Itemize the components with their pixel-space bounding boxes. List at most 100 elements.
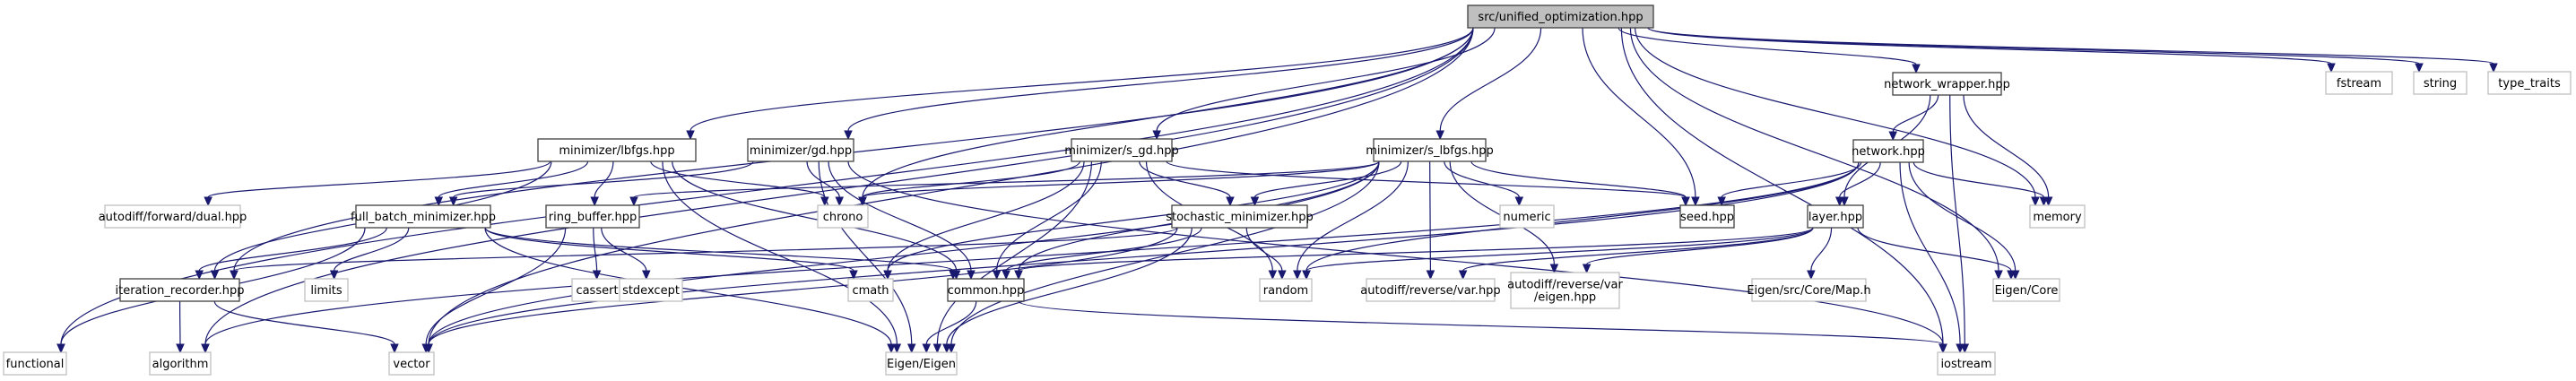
edge-line bbox=[1245, 227, 1283, 272]
edge-line bbox=[1439, 27, 1542, 132]
node-box bbox=[1751, 278, 1867, 302]
edge-line bbox=[1839, 161, 1881, 198]
node-box bbox=[1499, 204, 1555, 229]
edge-line bbox=[1647, 27, 2420, 65]
edge-line bbox=[1963, 94, 2050, 198]
node-label: cassert bbox=[576, 284, 618, 298]
node-netwrap[interactable]: network_wrapper.hpp bbox=[1884, 72, 2010, 96]
node-network[interactable]: network.hpp bbox=[1852, 139, 1925, 163]
edge-line bbox=[1635, 27, 2036, 198]
node-box bbox=[119, 278, 240, 302]
node-label: algorithm bbox=[152, 358, 209, 371]
arrowhead-icon bbox=[201, 343, 210, 354]
node-algorithm: algorithm bbox=[149, 351, 212, 376]
node-label: network.hpp bbox=[1852, 145, 1925, 159]
edge-stoch-to-random bbox=[1245, 227, 1287, 281]
node-label: random bbox=[1263, 284, 1308, 298]
edge-ring-to-stdexcept bbox=[601, 227, 651, 281]
node-label: Eigen/Eigen bbox=[887, 358, 956, 371]
node-box bbox=[1510, 272, 1620, 309]
edge-main-to-fstream bbox=[1647, 27, 2336, 74]
node-lbfgs[interactable]: minimizer/lbfgs.hpp bbox=[537, 138, 697, 162]
node-stoch[interactable]: stochastic_minimizer.hpp bbox=[1166, 204, 1314, 229]
arrowhead-icon bbox=[835, 196, 845, 207]
nodes-layer: src/unified_optimization.hpp minimizer/lb… bbox=[3, 4, 2572, 376]
arrowhead-icon bbox=[1014, 270, 1023, 281]
node-random: random bbox=[1259, 278, 1313, 302]
node-sgd[interactable]: minimizer/s_gd.hpp bbox=[1064, 138, 1179, 162]
edge-lbfgs-to-common bbox=[672, 160, 961, 281]
edge-stoch-to-common bbox=[1002, 227, 1202, 281]
node-ring[interactable]: ring_buffer.hpp bbox=[545, 204, 640, 229]
edge-line bbox=[1647, 27, 2332, 65]
arrowhead-icon bbox=[434, 196, 444, 207]
edge-ring-to-vector bbox=[421, 227, 567, 354]
arrowhead-icon bbox=[932, 343, 942, 354]
edge-layer-to-revvar bbox=[1458, 227, 1814, 281]
edge-line bbox=[428, 227, 1178, 345]
node-common[interactable]: common.hpp bbox=[947, 278, 1025, 302]
node-revvar: autodiff/reverse/var.hpp bbox=[1360, 278, 1501, 302]
arrowhead-icon bbox=[424, 343, 433, 354]
edge-slbfgs-to-seed bbox=[1470, 160, 1690, 207]
arrowhead-icon bbox=[1293, 270, 1302, 281]
arrowhead-icon bbox=[967, 270, 976, 281]
arrowhead-icon bbox=[390, 343, 399, 354]
node-layer[interactable]: layer.hpp bbox=[1807, 204, 1864, 229]
node-main[interactable]: src/unified_optimization.hpp bbox=[1467, 4, 1654, 29]
node-label: seed.hpp bbox=[1680, 211, 1734, 224]
edge-line bbox=[1857, 227, 2012, 272]
edge-sgd-to-eigen bbox=[932, 160, 1093, 354]
edge-line bbox=[1618, 27, 1917, 65]
node-label: minimizer/s_lbfgs.hpp bbox=[1366, 144, 1494, 158]
edge-netwrap-to-memory bbox=[1963, 94, 2053, 207]
arrowhead-icon bbox=[686, 130, 695, 141]
edge-iterrec-to-algorithm bbox=[176, 300, 185, 354]
edge-line bbox=[204, 27, 1474, 345]
node-label: common.hpp bbox=[948, 284, 1025, 298]
edge-line bbox=[862, 160, 1380, 198]
edge-line bbox=[1005, 227, 1202, 272]
edge-stoch-to-iterrec bbox=[230, 227, 1178, 281]
arrowhead-icon bbox=[1994, 270, 2003, 281]
arrowhead-icon bbox=[1807, 270, 1816, 281]
arrowhead-icon bbox=[2489, 63, 2498, 74]
edge-line bbox=[1620, 27, 1944, 345]
edge-line bbox=[1253, 160, 1402, 198]
arrowhead-icon bbox=[1250, 196, 1260, 207]
edge-gd-to-chrono bbox=[806, 160, 845, 207]
node-cassert: cassert bbox=[571, 278, 623, 302]
node-gd[interactable]: minimizer/gd.hpp bbox=[747, 138, 854, 162]
edge-layer-to-map bbox=[1807, 227, 1833, 281]
arrowhead-icon bbox=[1152, 130, 1161, 141]
node-label: iteration_recorder.hpp bbox=[116, 284, 245, 298]
edge-netwrap-to-network bbox=[1888, 94, 1939, 142]
node-seed[interactable]: seed.hpp bbox=[1679, 204, 1735, 229]
edge-network-to-algorithm bbox=[201, 161, 1860, 354]
arrowhead-icon bbox=[642, 270, 651, 281]
edge-line bbox=[334, 227, 410, 272]
node-slbfgs[interactable]: minimizer/s_lbfgs.hpp bbox=[1366, 138, 1494, 162]
arrowhead-icon bbox=[2039, 196, 2049, 207]
edge-main-to-typetraits bbox=[1647, 27, 2498, 74]
arrowhead-icon bbox=[942, 343, 951, 354]
node-numeric: numeric bbox=[1499, 204, 1555, 229]
edge-line bbox=[1912, 161, 2045, 198]
node-box bbox=[1467, 4, 1654, 29]
node-box bbox=[537, 138, 697, 162]
edge-line bbox=[1139, 160, 1231, 198]
arrowhead-icon bbox=[844, 130, 853, 141]
arrowhead-icon bbox=[204, 196, 212, 207]
node-label: autodiff/reverse/var bbox=[1507, 279, 1623, 292]
arrowhead-icon bbox=[590, 196, 599, 207]
edge-line bbox=[1429, 160, 1432, 272]
edge-line bbox=[233, 227, 1178, 272]
node-box bbox=[2487, 71, 2572, 95]
node-label: cmath bbox=[852, 284, 889, 298]
edge-line bbox=[1949, 94, 1965, 345]
node-fbm[interactable]: full_batch_minimizer.hpp bbox=[351, 204, 496, 229]
edge-line bbox=[1629, 27, 1999, 272]
node-iterrec[interactable]: iteration_recorder.hpp bbox=[116, 278, 245, 302]
node-box bbox=[847, 278, 894, 302]
edge-line bbox=[1462, 227, 1814, 272]
